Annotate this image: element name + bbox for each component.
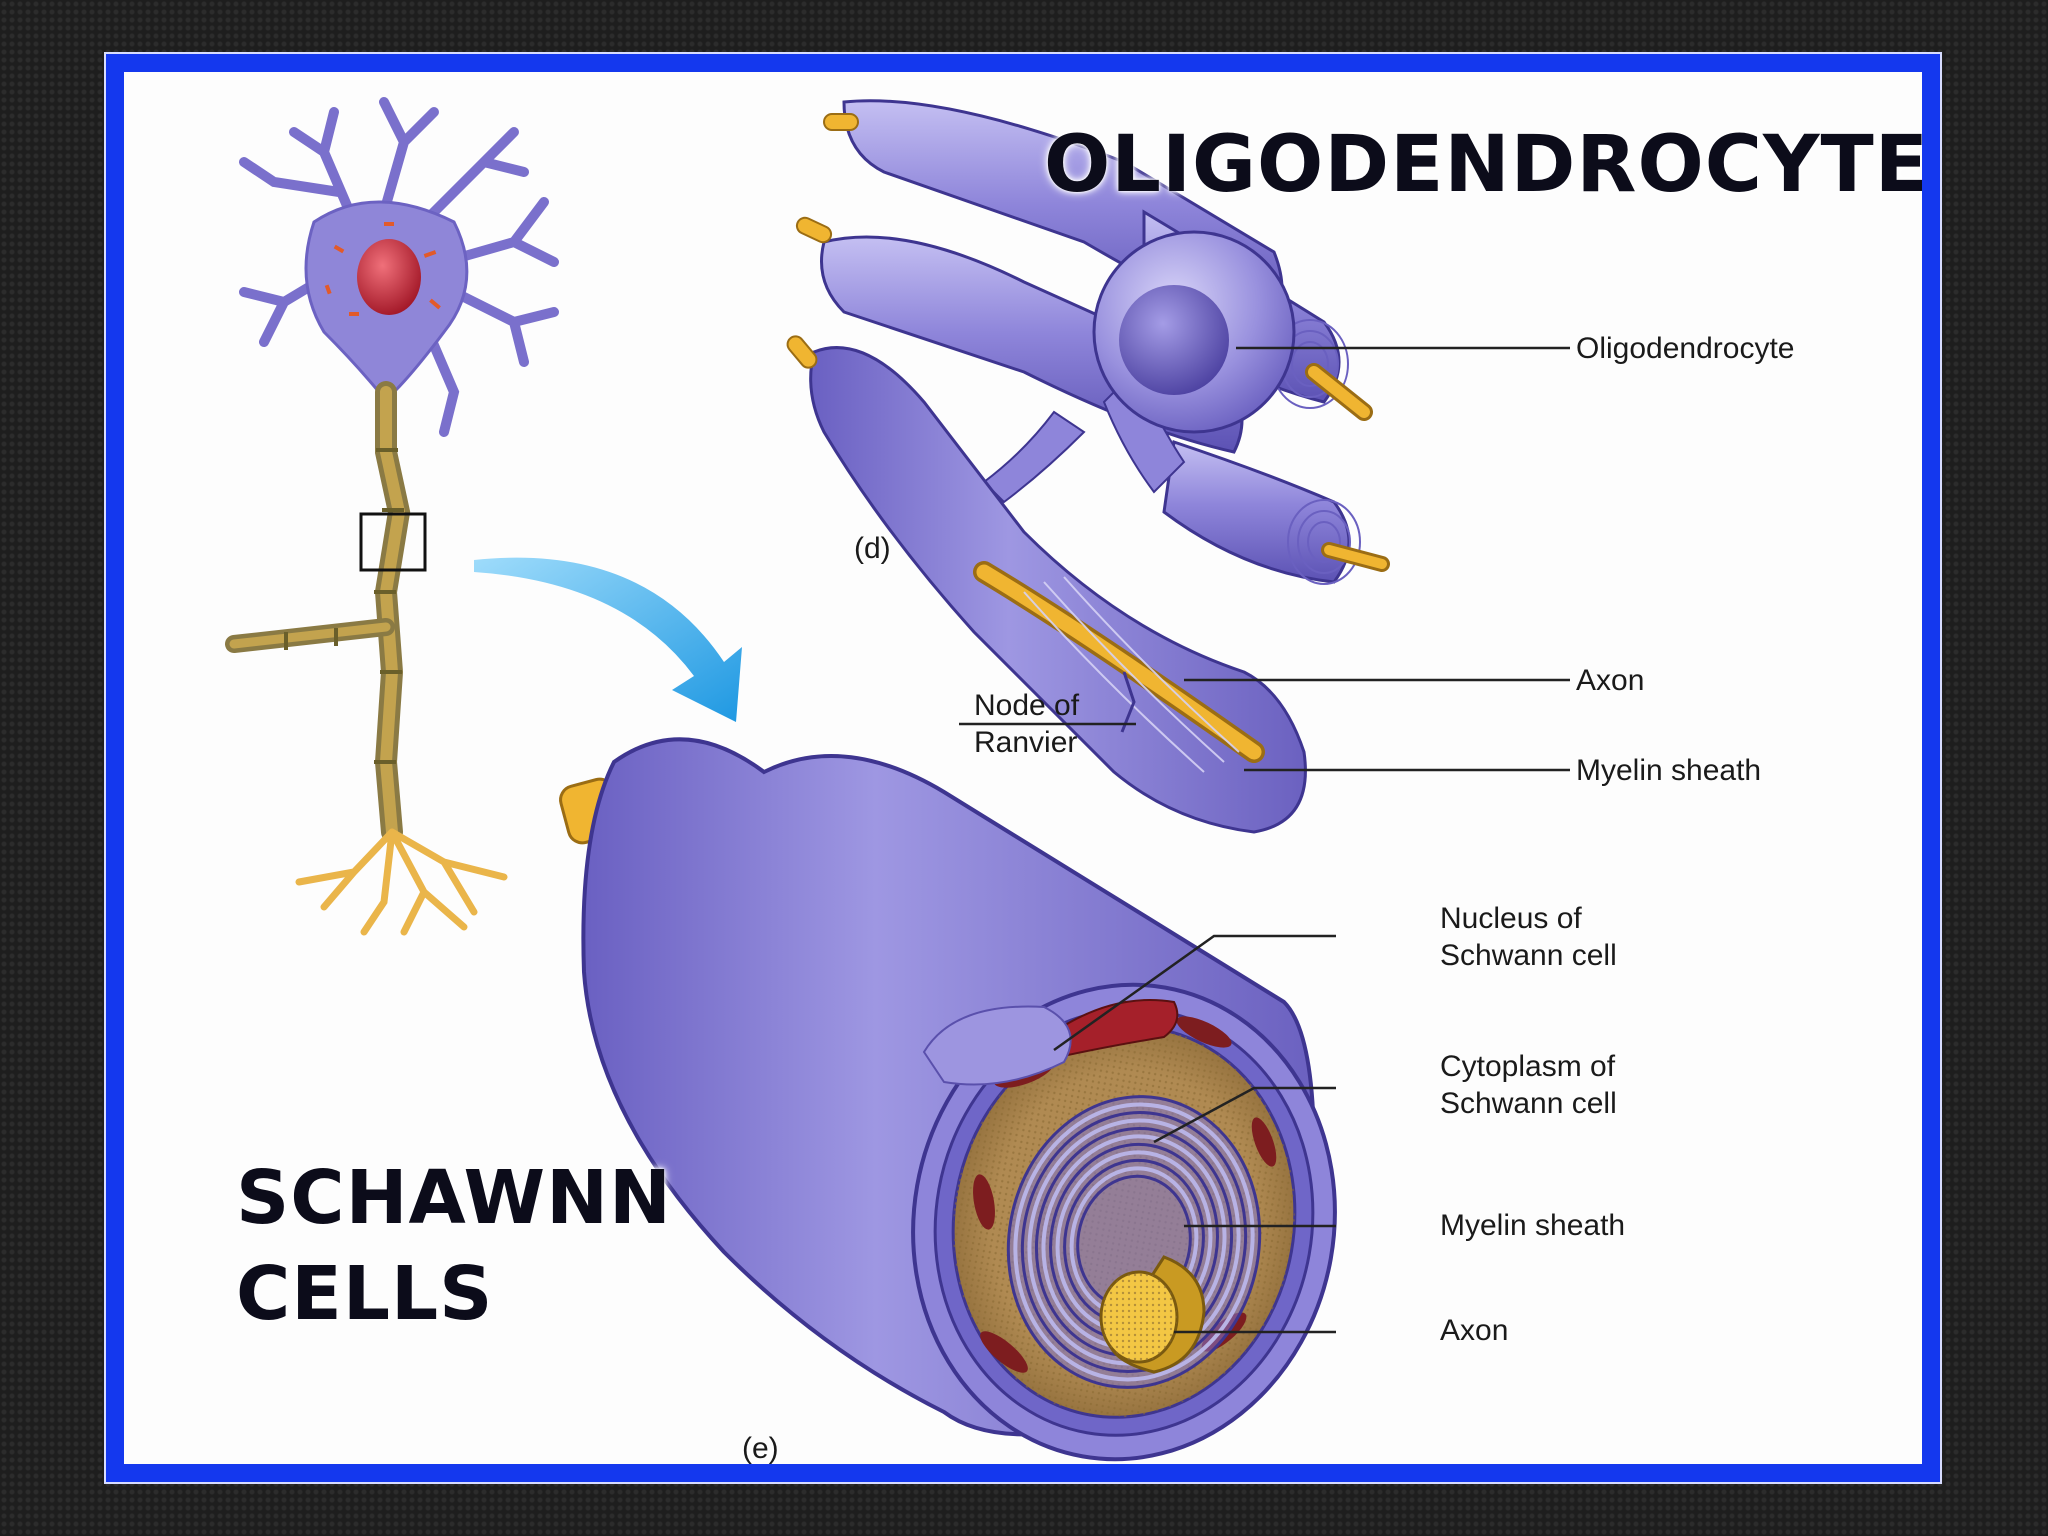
label-nucleus-of-schwann-cell: Nucleus of Schwann cell [1440,902,1617,972]
schwann-cell-illustration [559,737,1337,1462]
oligodendrocyte-illustration [786,99,1390,834]
panel-d-label: (d) [854,532,891,565]
neuron-nucleus [357,239,421,315]
title-oligodendrocyte: OLIGODENDROCYTE [1044,120,1922,210]
neuron-illustration [225,97,559,936]
diagram-artwork [225,97,1570,1462]
label-axon-d: Axon [1576,664,1645,697]
title-schwann-line2: CELLS [236,1251,494,1337]
label-myelin-sheath-e: Myelin sheath [1440,1209,1626,1242]
title-schwann-line1: SCHAWNN [236,1155,672,1241]
label-myelin-sheath-d: Myelin sheath [1576,754,1762,787]
label-leader-lines [959,346,1570,1334]
slide-canvas: OLIGODENDROCYTE SCHAWNN CELLS (d) Oligod… [124,72,1922,1464]
oligodendrocyte-nucleus [1119,285,1229,395]
label-axon-e: Axon [1440,1314,1509,1347]
zoom-inset-box [359,512,427,572]
label-oligodendrocyte: Oligodendrocyte [1576,332,1795,365]
schwann-axon [1099,1255,1206,1374]
panel-e-label: (e) [742,1432,779,1464]
zoom-arrow [474,557,742,722]
title-schwann-cells: SCHAWNN CELLS [236,1150,796,1342]
slide-frame: OLIGODENDROCYTE SCHAWNN CELLS (d) Oligod… [104,52,1942,1484]
schwann-nucleus [1052,999,1179,1059]
label-node-of-ranvier: Node of Ranvier [974,689,1080,759]
label-cytoplasm-of-schwann-cell: Cytoplasm of Schwann cell [1440,1050,1617,1120]
